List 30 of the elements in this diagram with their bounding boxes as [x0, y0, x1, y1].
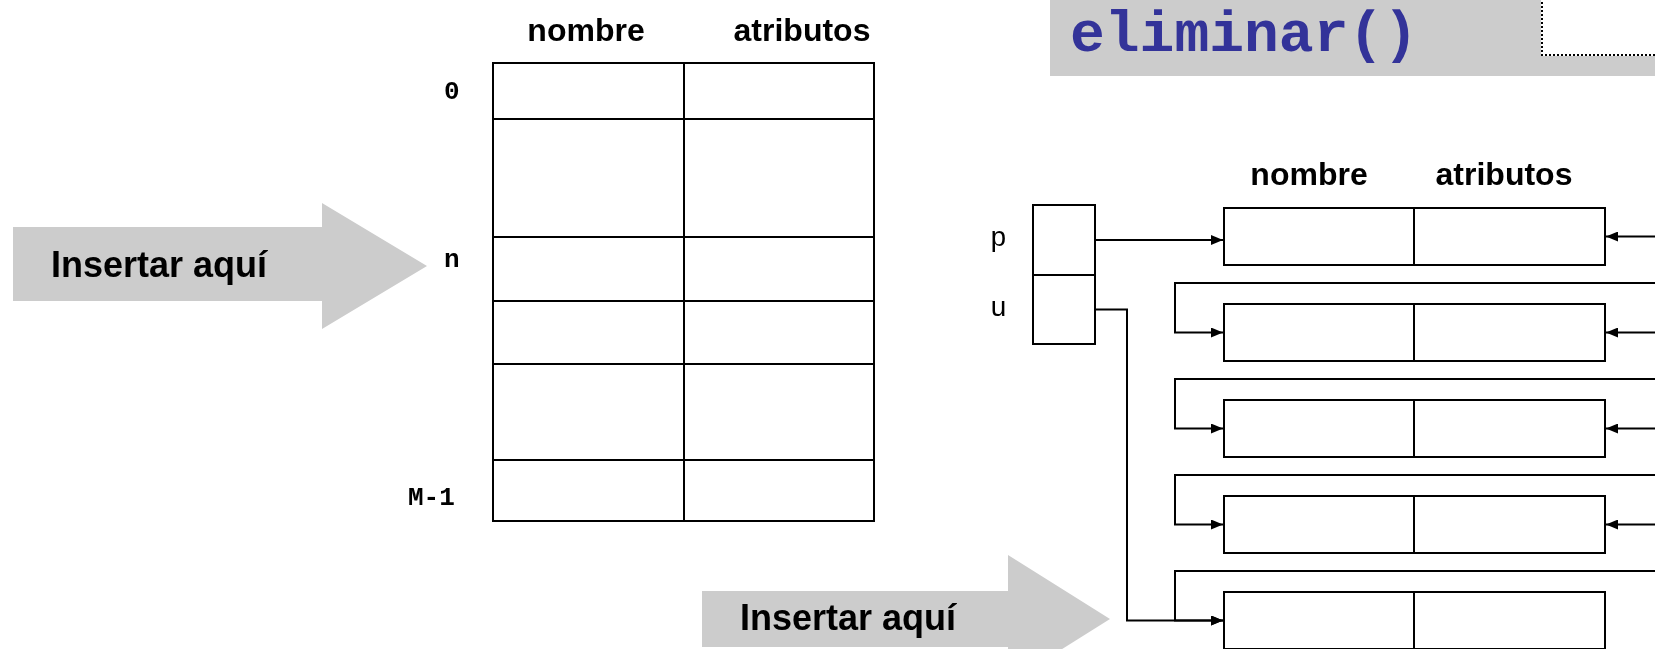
- arrow: [1174, 378, 1655, 434]
- arrow: [1605, 231, 1655, 242]
- column-header: nombre: [527, 11, 645, 49]
- arrow: [1605, 519, 1655, 530]
- list-node-box: [1223, 303, 1606, 362]
- column-header: atributos: [733, 11, 871, 49]
- pointer-name: u: [990, 292, 1007, 324]
- arrow: [1174, 282, 1655, 338]
- list-node-box: [1223, 207, 1606, 266]
- insert-arrow: [702, 555, 1110, 649]
- pointer-cell: [1032, 204, 1096, 276]
- list-node-box: [1223, 591, 1606, 649]
- pointer-cell: [1032, 274, 1096, 345]
- row-index: 0: [444, 77, 460, 107]
- arrow-label: Insertar aquí: [740, 597, 957, 639]
- column-header: nombre: [1250, 155, 1368, 193]
- list-node-box: [1223, 399, 1606, 458]
- pointer-name: p: [990, 223, 1007, 254]
- arrow: [1174, 570, 1655, 626]
- arrow: [1605, 327, 1655, 338]
- arrow: [1095, 235, 1224, 245]
- list-node-box: [1223, 495, 1606, 554]
- insert-arrow: [13, 203, 427, 329]
- arrow-label: Insertar aquí: [51, 244, 268, 286]
- column-header: atributos: [1435, 155, 1573, 193]
- title: eliminar(): [1070, 4, 1419, 68]
- arrow: [1174, 474, 1655, 530]
- row-index: M-1: [408, 483, 455, 513]
- arrow: [1605, 423, 1655, 434]
- row-index: n: [444, 245, 460, 275]
